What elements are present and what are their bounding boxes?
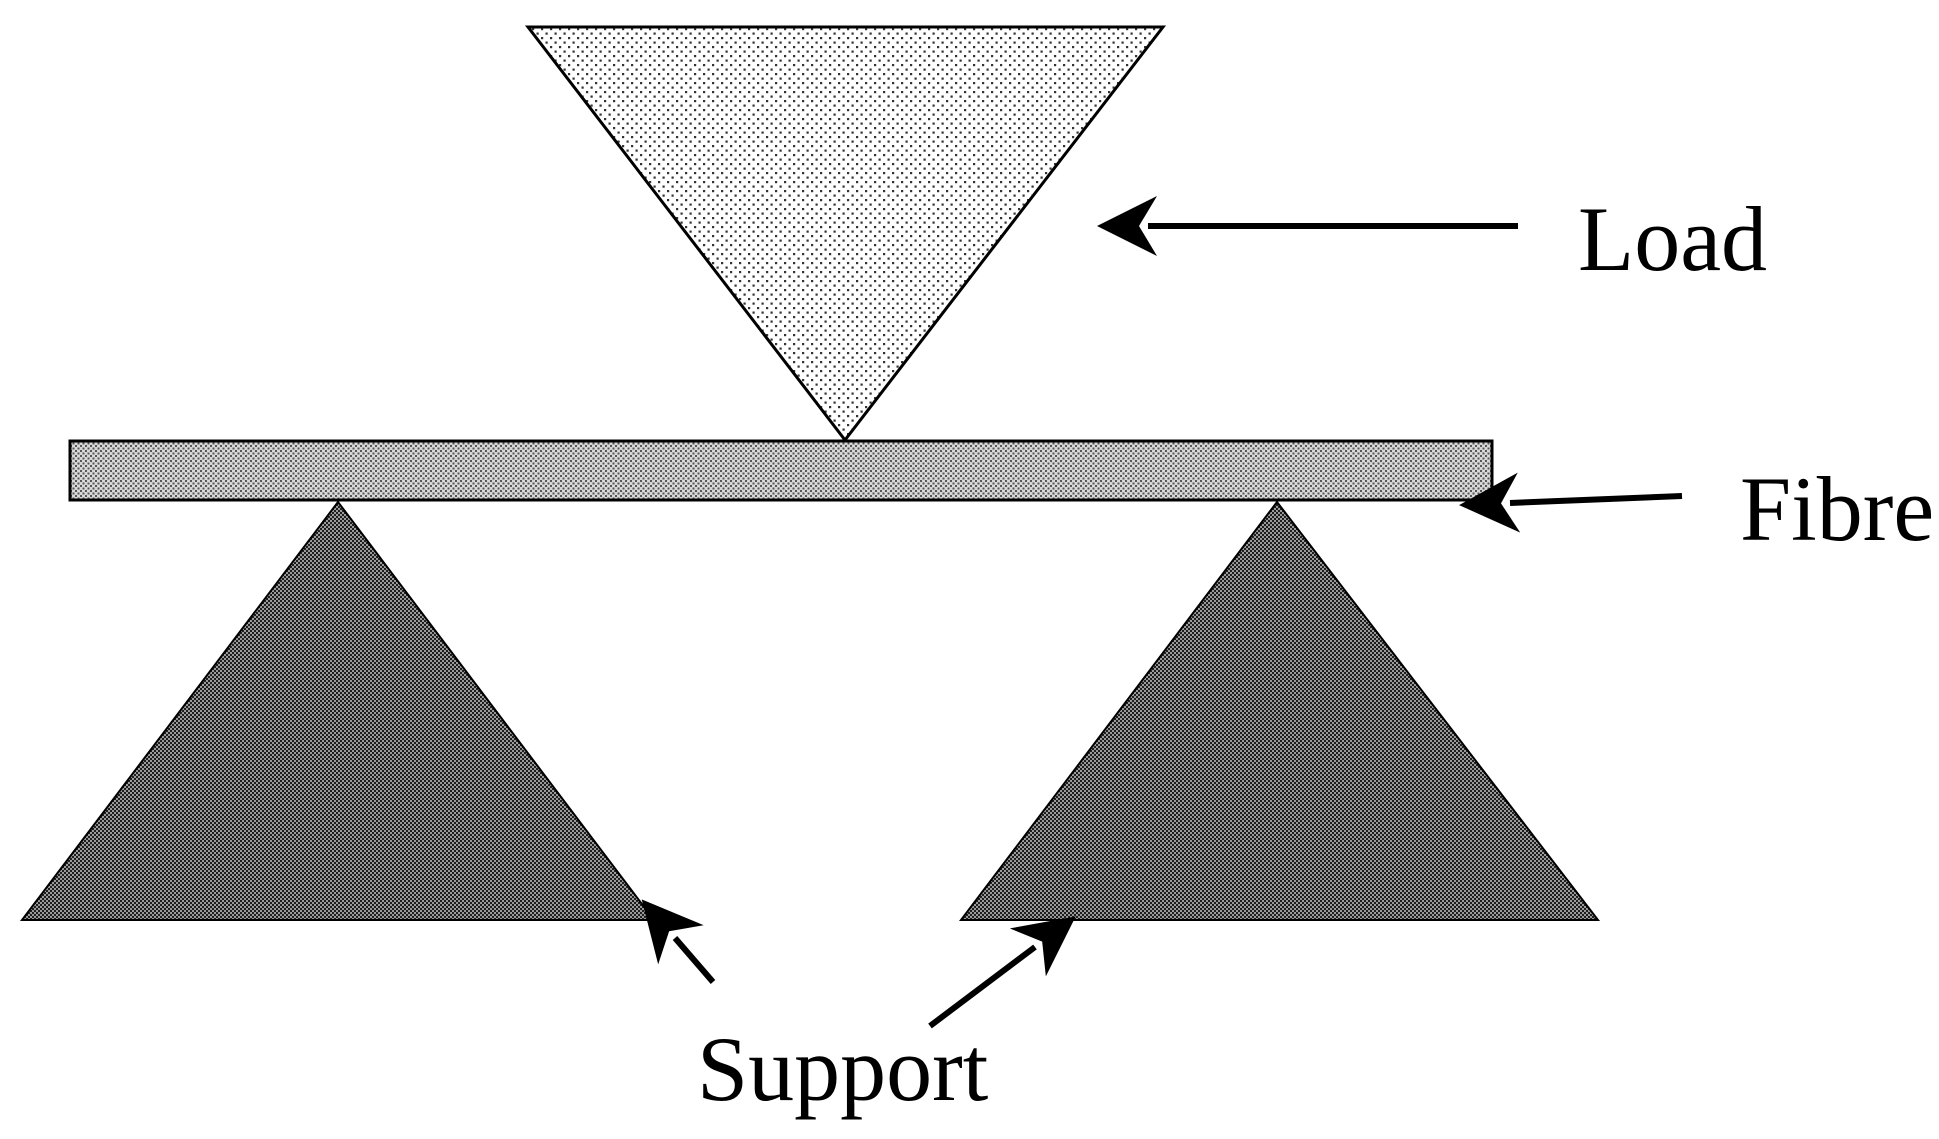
support-label: Support <box>697 1018 989 1120</box>
load-indenter <box>524 25 1167 443</box>
fibre-arrow <box>1459 472 1683 533</box>
fibre-label: Fibre <box>1740 458 1934 560</box>
left-support <box>19 500 657 921</box>
fibre-bar <box>68 439 1494 502</box>
left-support-arrow <box>641 899 716 984</box>
right-support-arrow <box>928 916 1076 1029</box>
load-label: Load <box>1578 188 1767 290</box>
right-support <box>958 500 1601 921</box>
